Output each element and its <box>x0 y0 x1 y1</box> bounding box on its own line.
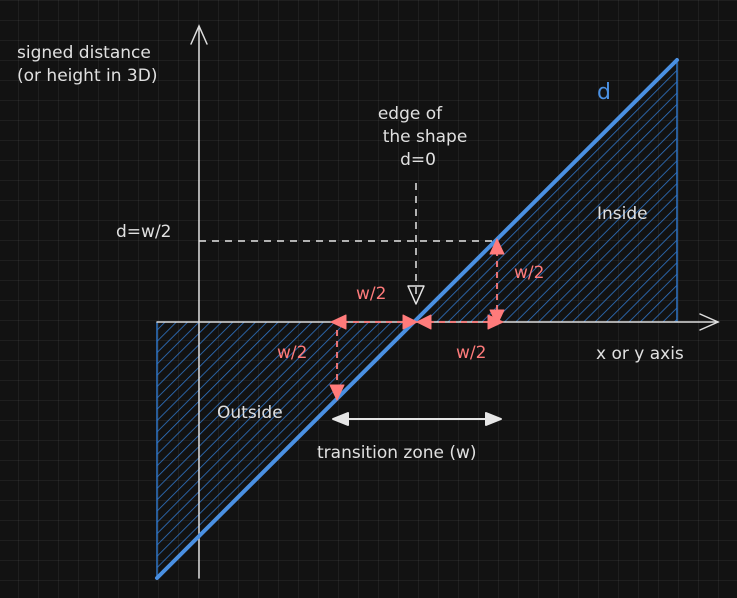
y-axis <box>190 24 208 579</box>
outside-label: Outside <box>217 403 283 423</box>
half-width-arrowheads <box>329 238 505 401</box>
transition-zone-arrow <box>332 412 502 426</box>
y-axis-label-line1: signed distance <box>17 43 151 63</box>
y-axis-label-line2: (or height in 3D) <box>17 66 157 86</box>
half-width-label-bottom-right: w/2 <box>456 343 486 363</box>
d-line-label: d <box>597 80 611 105</box>
half-width-label-right-vertical: w/2 <box>514 263 544 283</box>
d-half-w-label: d=w/2 <box>116 222 171 242</box>
distance-line <box>155 58 679 580</box>
edge-label-line2: the shape <box>383 127 468 147</box>
x-axis-label: x or y axis <box>596 344 684 364</box>
half-width-label-top-left: w/2 <box>356 284 386 304</box>
edge-label-line3: d=0 <box>400 150 436 170</box>
transition-zone-label: transition zone (w) <box>317 443 477 463</box>
inside-label: Inside <box>597 204 648 224</box>
guide-lines <box>199 183 497 300</box>
edge-pointer-arrowhead <box>407 285 425 305</box>
x-axis <box>156 313 720 331</box>
half-width-label-left-vertical: w/2 <box>277 343 307 363</box>
edge-label-line1: edge of <box>378 104 443 124</box>
